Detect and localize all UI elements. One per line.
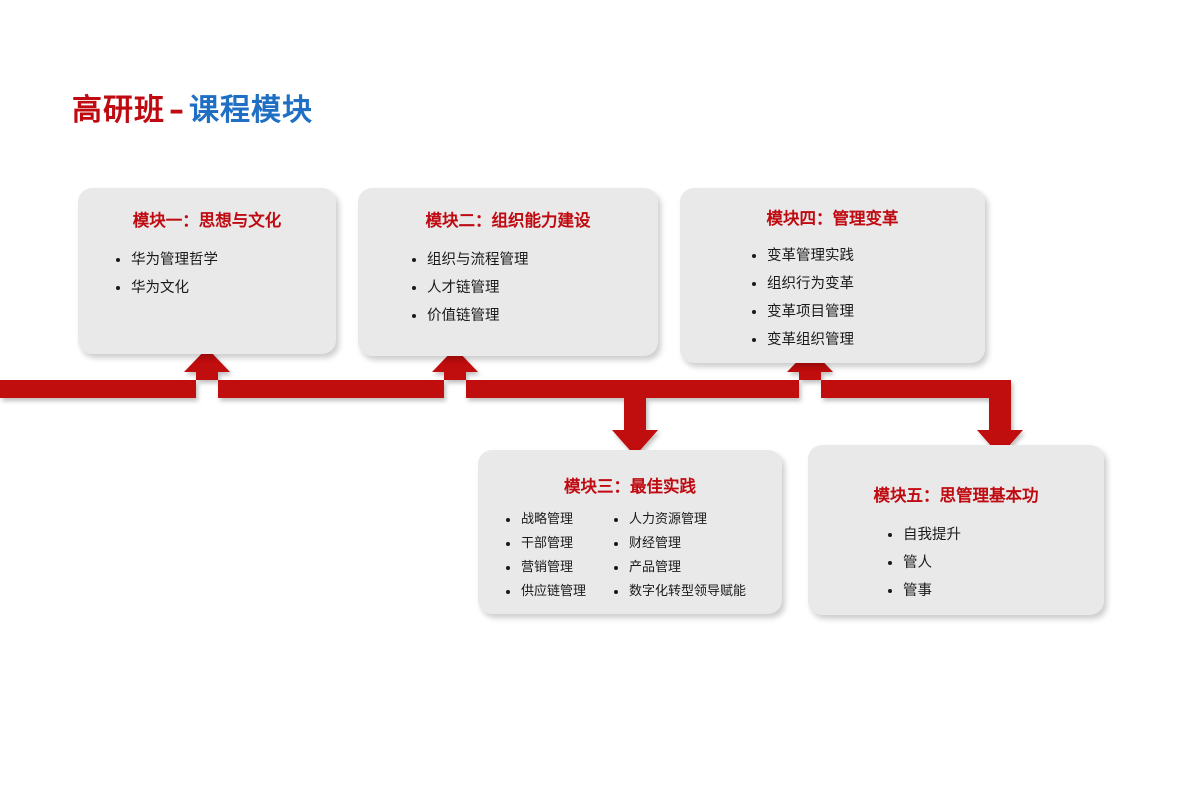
list-item: 管人 <box>886 549 1104 577</box>
list-item: 价值链管理 <box>410 302 658 330</box>
module-5-title: 模块五：思管理基本功 <box>873 486 1039 505</box>
module-3-item-columns: 战略管理 干部管理 营销管理 供应链管理 人力资源管理 财经管理 产品管理 数字… <box>504 508 782 604</box>
list-item: 华为文化 <box>114 274 336 302</box>
page-title: 高研班–课程模块 <box>72 90 313 132</box>
module-2-item-list: 组织与流程管理 人才链管理 价值链管理 <box>410 246 658 330</box>
list-item: 人才链管理 <box>410 274 658 302</box>
module-3-item-list-left: 战略管理 干部管理 营销管理 供应链管理 <box>504 508 612 604</box>
page-title-dash: – <box>169 93 185 128</box>
module-card-4[interactable]: 模块四：管理变革 变革管理实践 组织行为变革 变革项目管理 变革组织管理 <box>680 188 985 363</box>
module-3-item-list-right: 人力资源管理 财经管理 产品管理 数字化转型领导赋能 <box>612 508 782 604</box>
list-item: 组织与流程管理 <box>410 246 658 274</box>
list-item: 华为管理哲学 <box>114 246 336 274</box>
module-card-2[interactable]: 模块二：组织能力建设 组织与流程管理 人才链管理 价值链管理 <box>358 188 658 356</box>
module-5-item-list: 自我提升 管人 管事 <box>886 521 1104 605</box>
module-card-1[interactable]: 模块一：思想与文化 华为管理哲学 华为文化 <box>78 188 336 354</box>
list-item: 组织行为变革 <box>750 270 985 298</box>
module-card-5[interactable]: 模块五：思管理基本功 自我提升 管人 管事 <box>808 445 1104 615</box>
list-item: 产品管理 <box>612 556 782 580</box>
list-item: 数字化转型领导赋能 <box>612 580 782 604</box>
module-2-title: 模块二：组织能力建设 <box>425 211 591 230</box>
page-title-secondary: 课程模块 <box>189 93 313 128</box>
list-item: 干部管理 <box>504 532 612 556</box>
list-item: 变革管理实践 <box>750 242 985 270</box>
list-item: 管事 <box>886 577 1104 605</box>
list-item: 变革组织管理 <box>750 326 985 354</box>
list-item: 营销管理 <box>504 556 612 580</box>
list-item: 供应链管理 <box>504 580 612 604</box>
module-1-title: 模块一：思想与文化 <box>132 211 282 230</box>
list-item: 战略管理 <box>504 508 612 532</box>
list-item: 变革项目管理 <box>750 298 985 326</box>
list-item: 自我提升 <box>886 521 1104 549</box>
module-4-item-list: 变革管理实践 组织行为变革 变革项目管理 变革组织管理 <box>750 242 985 354</box>
list-item: 人力资源管理 <box>612 508 782 532</box>
module-4-title: 模块四：管理变革 <box>766 209 899 228</box>
page-title-primary: 高研班 <box>72 93 165 128</box>
module-card-3[interactable]: 模块三：最佳实践 战略管理 干部管理 营销管理 供应链管理 人力资源管理 财经管… <box>478 450 782 614</box>
module-3-title: 模块三：最佳实践 <box>564 477 696 496</box>
list-item: 财经管理 <box>612 532 782 556</box>
module-1-item-list: 华为管理哲学 华为文化 <box>114 246 336 302</box>
